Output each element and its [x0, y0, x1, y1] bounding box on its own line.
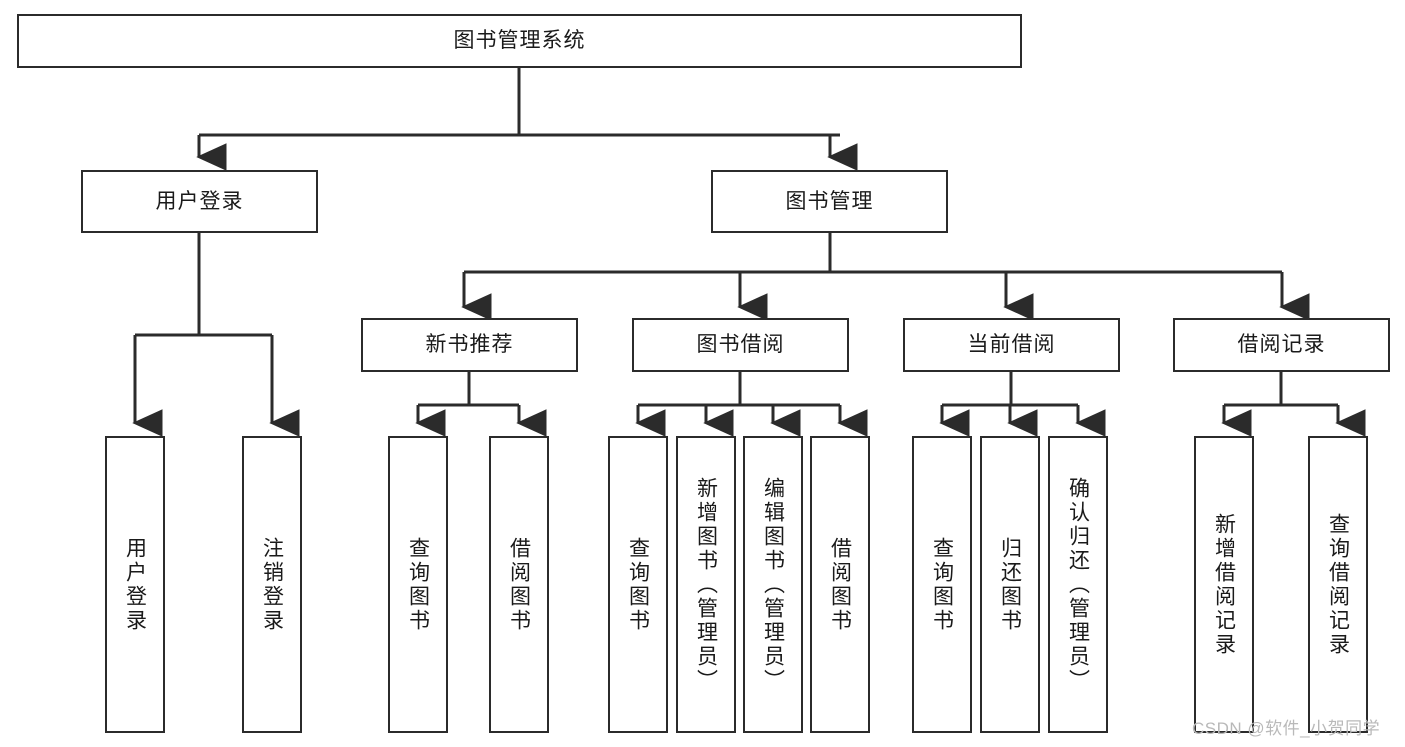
- leaf-user-login[interactable]: 用户登录: [105, 436, 165, 733]
- leaf-query-book-3[interactable]: 查询图书: [912, 436, 972, 733]
- leaf-add-record-label: 新增借阅记录: [1212, 512, 1236, 657]
- leaf-edit-book[interactable]: 编辑图书（管理员）: [743, 436, 803, 733]
- csdn-watermark: CSDN @软件_小贺同学: [1192, 719, 1381, 738]
- leaf-query-record[interactable]: 查询借阅记录: [1308, 436, 1368, 733]
- leaf-query-book-1[interactable]: 查询图书: [388, 436, 448, 733]
- node-book-management[interactable]: 图书管理: [711, 170, 948, 233]
- leaf-borrow-book-2-label: 借阅图书: [828, 536, 852, 633]
- leaf-return-book-label: 归还图书: [998, 536, 1022, 633]
- leaf-user-logout[interactable]: 注销登录: [242, 436, 302, 733]
- node-user-login[interactable]: 用户登录: [81, 170, 318, 233]
- leaf-confirm-return-label: 确认归还（管理员）: [1066, 476, 1090, 693]
- leaf-edit-book-label: 编辑图书（管理员）: [761, 476, 785, 693]
- leaf-borrow-book-1[interactable]: 借阅图书: [489, 436, 549, 733]
- leaf-borrow-book-1-label: 借阅图书: [507, 536, 531, 633]
- leaf-query-book-3-label: 查询图书: [930, 536, 954, 633]
- leaf-borrow-book-2[interactable]: 借阅图书: [810, 436, 870, 733]
- node-new-book-recommend[interactable]: 新书推荐: [361, 318, 578, 372]
- leaf-user-login-label: 用户登录: [123, 536, 147, 633]
- node-book-borrow[interactable]: 图书借阅: [632, 318, 849, 372]
- node-borrow-records[interactable]: 借阅记录: [1173, 318, 1390, 372]
- node-root-system[interactable]: 图书管理系统: [17, 14, 1022, 68]
- leaf-add-book[interactable]: 新增图书（管理员）: [676, 436, 736, 733]
- leaf-query-book-2-label: 查询图书: [626, 536, 650, 633]
- leaf-query-book-1-label: 查询图书: [406, 536, 430, 633]
- leaf-return-book[interactable]: 归还图书: [980, 436, 1040, 733]
- node-current-borrow[interactable]: 当前借阅: [903, 318, 1120, 372]
- leaf-confirm-return[interactable]: 确认归还（管理员）: [1048, 436, 1108, 733]
- leaf-add-book-label: 新增图书（管理员）: [694, 476, 718, 693]
- leaf-query-book-2[interactable]: 查询图书: [608, 436, 668, 733]
- leaf-add-record[interactable]: 新增借阅记录: [1194, 436, 1254, 733]
- leaf-user-logout-label: 注销登录: [260, 536, 284, 633]
- leaf-query-record-label: 查询借阅记录: [1326, 512, 1350, 657]
